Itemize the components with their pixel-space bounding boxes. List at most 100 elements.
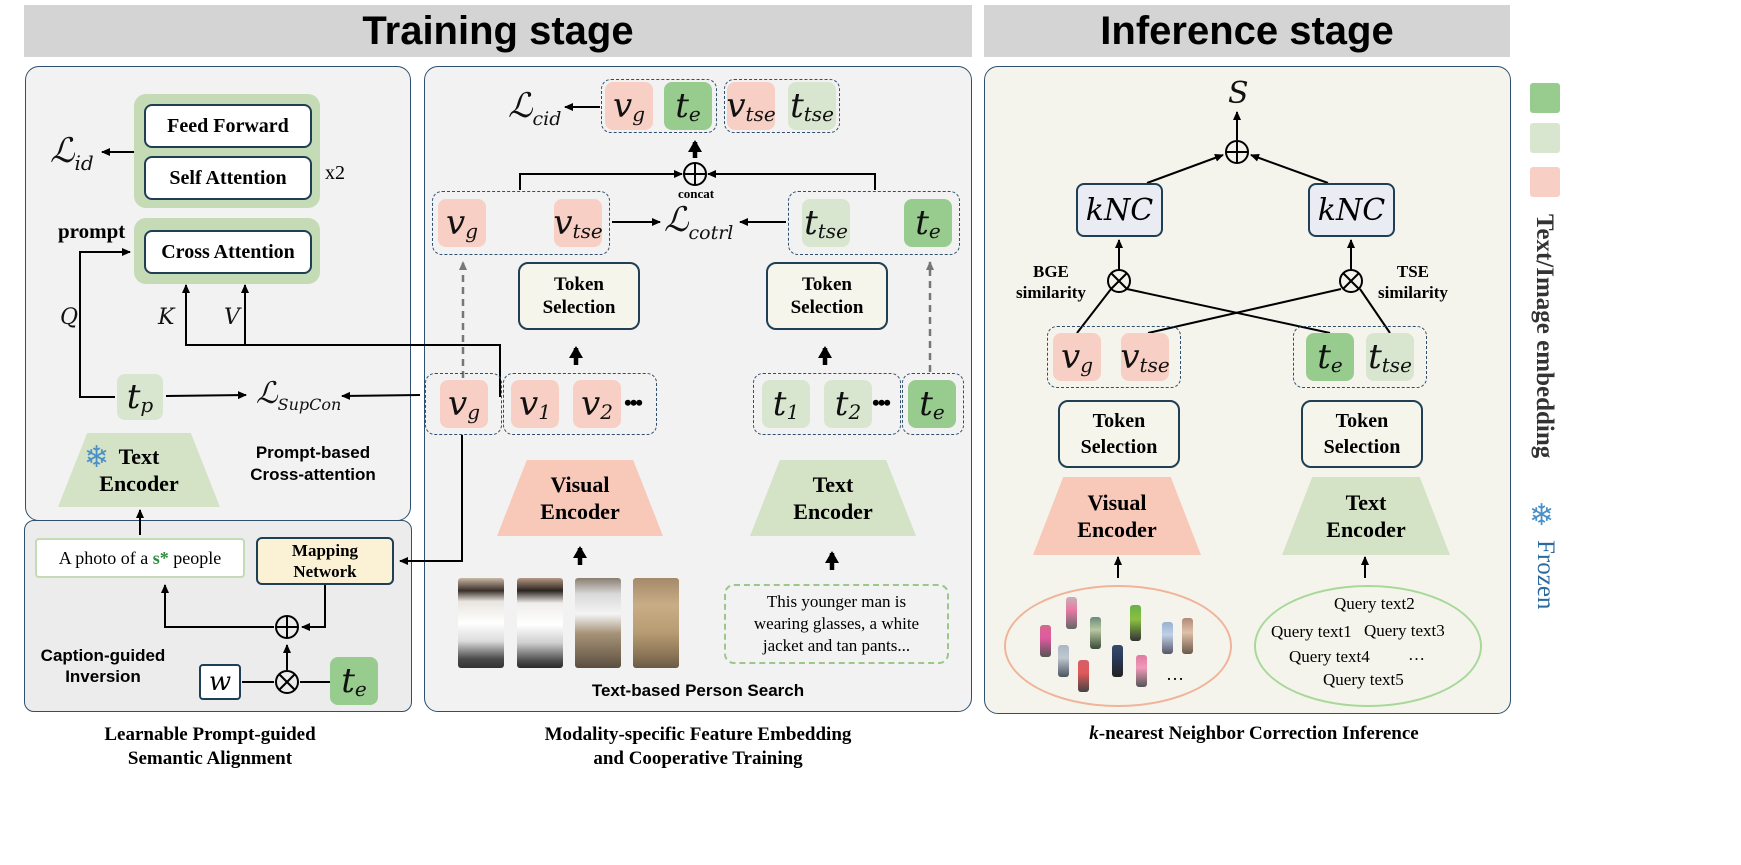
token-vtse-selected-main: v xyxy=(553,203,573,243)
token-vg-inference-sub: g xyxy=(1080,353,1094,377)
text-encoder-inference-line2: Encoder xyxy=(1326,517,1406,542)
query-text-ellipse xyxy=(1254,585,1482,707)
visual-encoder-inference-line1: Visual xyxy=(1087,490,1147,515)
token-selection-text-inference-line1: Token xyxy=(1335,410,1389,432)
cross-attention-label: Cross Attention xyxy=(161,240,295,263)
loss-cid: ℒcid xyxy=(508,86,561,130)
inference-text-tokens xyxy=(1293,326,1427,388)
loss-cid-symbol: ℒ xyxy=(508,86,533,126)
cross-attention-block: Cross Attention xyxy=(144,230,312,274)
token-te-concat-sub: e xyxy=(688,102,701,126)
loss-cotrl-symbol: ℒ xyxy=(664,200,689,240)
token-te-output-main: t xyxy=(919,384,933,424)
token-selection-visual-line2: Selection xyxy=(542,297,616,318)
token-vtse-concat-main: v xyxy=(726,86,746,126)
person-image-2 xyxy=(517,578,563,668)
gallery-thumb-1 xyxy=(1040,625,1051,657)
key-label: K xyxy=(158,305,175,330)
text-global-token-group xyxy=(902,373,964,435)
token-te-caption-sub: e xyxy=(354,677,367,701)
token-selection-text-line2: Selection xyxy=(790,297,864,318)
token-t1-sub: 1 xyxy=(786,400,800,424)
weight-w-label: w xyxy=(208,667,232,697)
right-caption-k: k xyxy=(1089,723,1099,744)
query-text-4: Query text4 xyxy=(1289,647,1370,666)
tse-line1: TSE xyxy=(1396,262,1430,281)
token-v2-main: v xyxy=(581,384,601,424)
caption-inversion-line1: Caption-guided xyxy=(40,646,166,665)
token-vg-concat-sub: g xyxy=(632,102,646,126)
gallery-thumb-6 xyxy=(1112,645,1123,677)
gallery-thumb-2 xyxy=(1066,597,1077,629)
gallery-thumb-8 xyxy=(1136,655,1147,687)
text-encoder-inference-line1: Text xyxy=(1345,490,1387,515)
token-t2-sub: 2 xyxy=(848,400,862,424)
loss-supcon-symbol: ℒ xyxy=(256,376,278,411)
snowflake-frozen-icon: ❄ xyxy=(84,441,110,474)
token-t2-main: t xyxy=(834,384,849,424)
visual-encoder-inference-line2: Encoder xyxy=(1077,517,1157,542)
concat-group-1 xyxy=(601,79,717,133)
query-label: Q xyxy=(60,305,79,330)
text-encoder-train-line2: Encoder xyxy=(793,499,873,524)
knc-text-label: kNC xyxy=(1317,192,1386,228)
token-tp-sub: p xyxy=(140,393,154,417)
visual-local-tokens-group xyxy=(503,373,657,435)
self-attention-block: Self Attention xyxy=(144,156,312,200)
token-ttse-selected-sub: tse xyxy=(817,219,848,243)
prompt-cross-line2: Cross-attention xyxy=(250,465,376,484)
weight-w-box: w xyxy=(199,664,241,700)
token-te-caption-main: t xyxy=(341,661,355,701)
token-ttse-inference-sub: tse xyxy=(1381,353,1412,377)
mapping-line2: Network xyxy=(293,562,357,581)
inference-visual-tokens xyxy=(1047,326,1181,388)
visual-selected-group xyxy=(432,191,610,255)
query-caption-box: This younger man is wearing glasses, a w… xyxy=(724,584,949,664)
pseudo-word-token: s* xyxy=(152,547,169,568)
token-v1-sub: 1 xyxy=(538,400,551,424)
concat-group-2 xyxy=(724,79,840,133)
legend-frozen-label: Frozen xyxy=(1532,540,1559,610)
right-section-caption: k-nearest Neighbor Correction Inference xyxy=(1054,722,1454,746)
query-text-1: Query text1 xyxy=(1271,622,1352,641)
token-t1-main: t xyxy=(772,384,787,424)
caption-inversion-line2: Inversion xyxy=(65,667,141,686)
gallery-thumb-3 xyxy=(1058,645,1069,677)
token-vg-output-main: v xyxy=(447,384,468,424)
bge-line2: similarity xyxy=(1016,283,1086,302)
token-ttse-concat-main: t xyxy=(790,86,804,126)
knc-visual-block: kNC xyxy=(1076,183,1163,237)
left-text-encoder-line2: Encoder xyxy=(99,471,179,496)
person-search-title: Text-based Person Search xyxy=(591,681,805,700)
token-vtse-concat-sub: tse xyxy=(745,102,776,126)
loss-cid-subscript: cid xyxy=(532,107,562,130)
gallery-thumb-5 xyxy=(1078,660,1089,692)
token-vg-concat-main: v xyxy=(612,86,633,126)
knc-text-block: kNC xyxy=(1308,183,1395,237)
person-image-3 xyxy=(575,578,621,668)
token-vg-inference-main: v xyxy=(1060,337,1081,377)
loss-id-symbol: ℒ xyxy=(50,131,75,171)
query-caption-text: This younger man is wearing glasses, a w… xyxy=(753,592,920,655)
token-vtse-inference-sub: tse xyxy=(1139,353,1170,377)
token-te-output-sub: e xyxy=(932,400,945,424)
legend-embedding-label: Text/Image embedding xyxy=(1531,214,1558,459)
mapping-line1: Mapping xyxy=(291,541,359,560)
text-selected-group xyxy=(788,191,960,255)
query-text-2: Query text2 xyxy=(1334,594,1415,613)
